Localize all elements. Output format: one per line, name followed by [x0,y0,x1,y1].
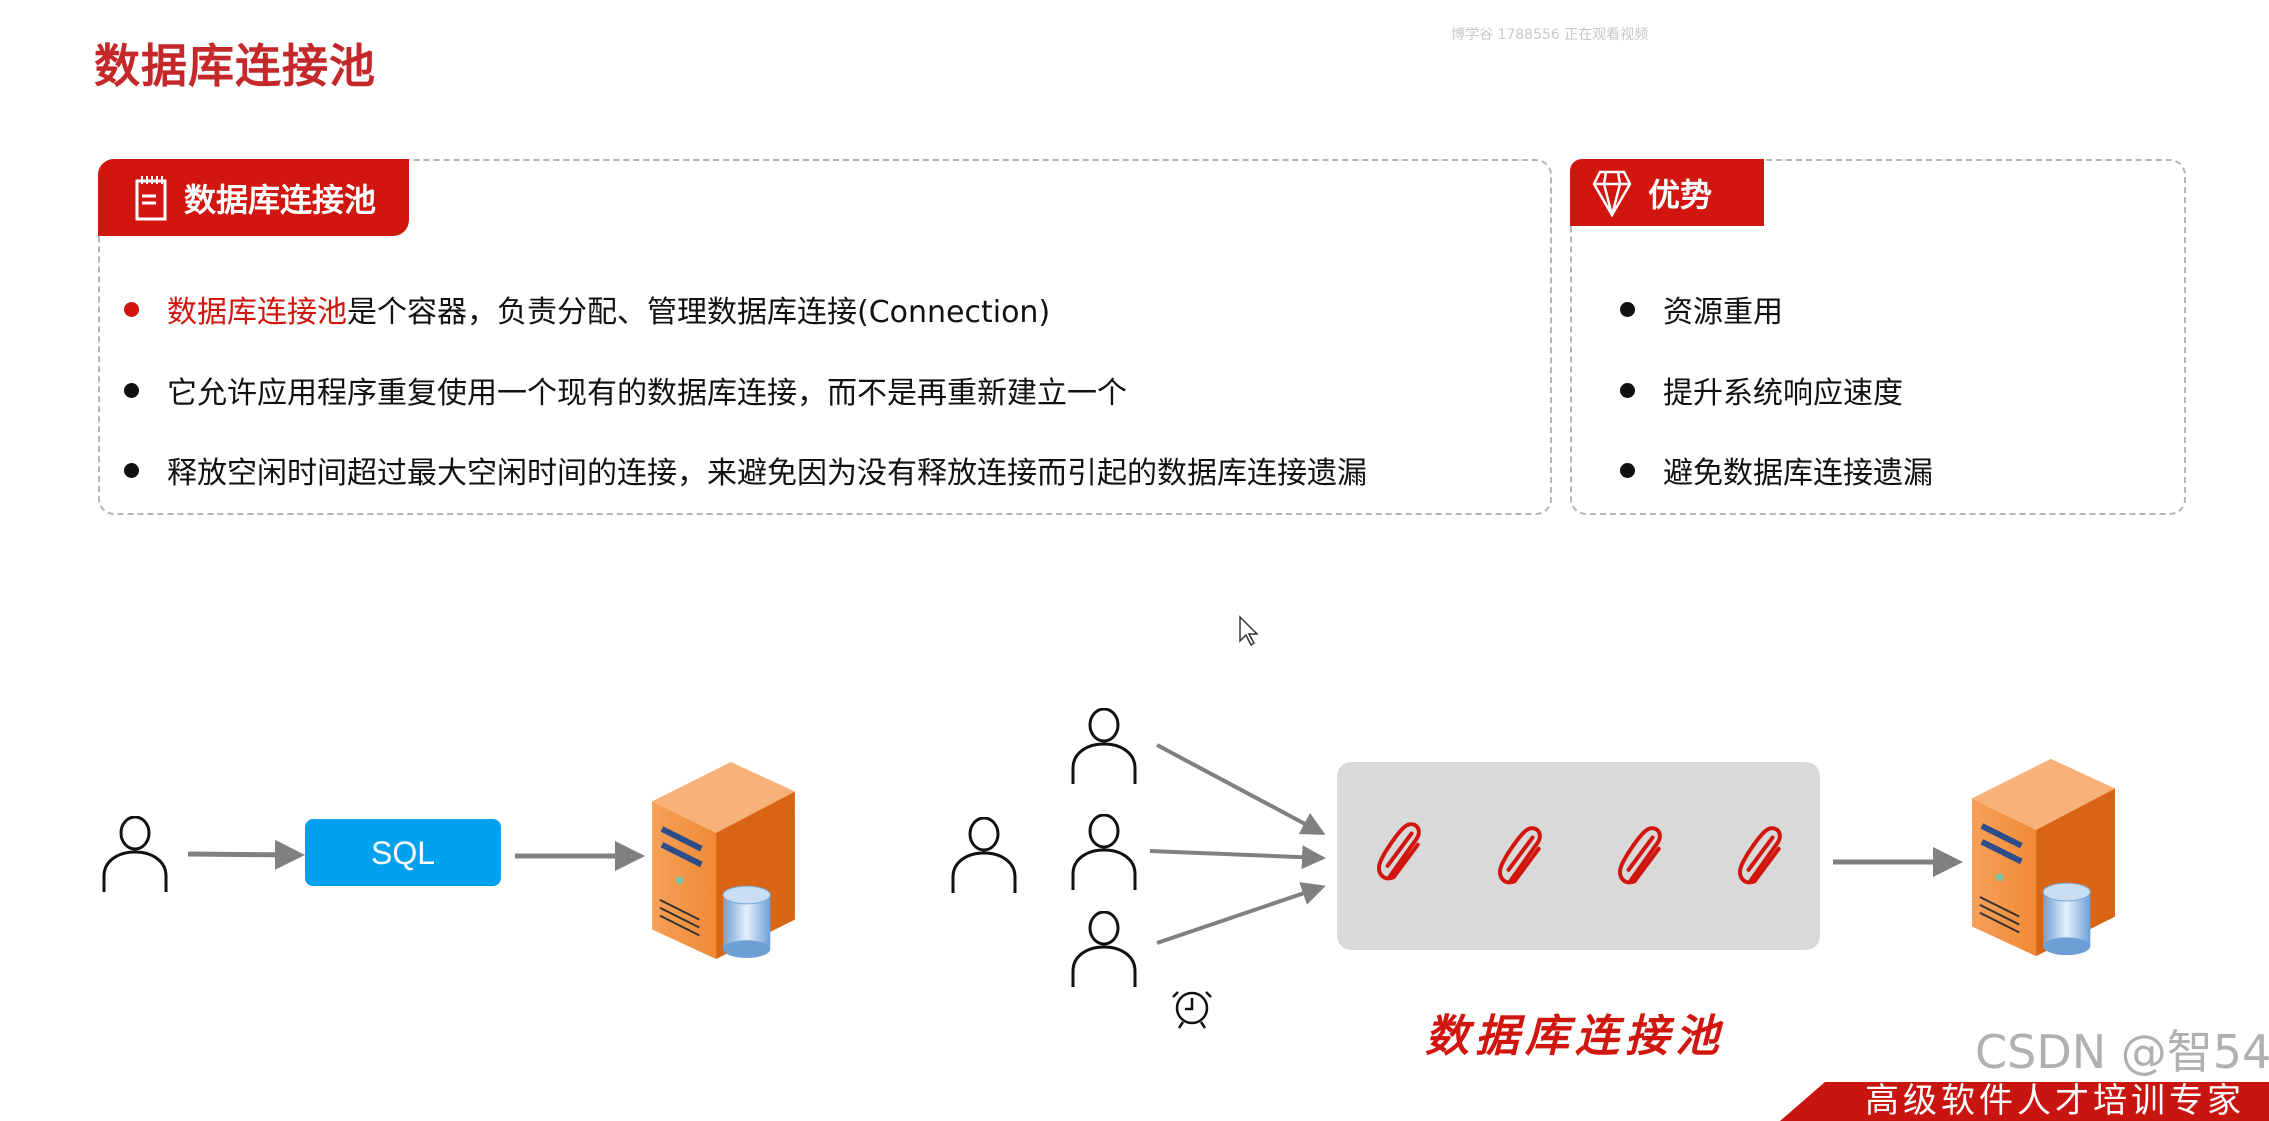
bullet-text: 是个容器，负责分配、管理数据库连接(Connection) [347,295,1051,330]
user-icon [1071,708,1137,784]
bullet-dot [124,301,139,317]
list-item: 数据库连接池是个容器，负责分配、管理数据库连接(Connection) [124,287,1050,331]
bullet-dot [124,462,139,478]
bullet-text: 避免数据库连接遗漏 [1663,456,1933,491]
list-item: 释放空闲时间超过最大空闲时间的连接，来避免因为没有释放连接而引起的数据库连接遗漏 [124,448,1367,492]
footer-banner-text: 高级软件人才培训专家 [1865,1081,2245,1121]
database-server-icon [652,762,795,959]
advantages-card: 优势 资源重用 提升系统响应速度 避免数据库连接遗漏 [1570,159,2186,515]
bullet-text: 提升系统响应速度 [1663,376,1903,411]
page-title: 数据库连接池 [94,39,376,93]
tab-label: 优势 [1648,175,1713,214]
bullet-dot [1620,301,1635,317]
database-server-icon [1972,759,2115,956]
csdn-watermark: CSDN @智543 [1975,1025,2269,1079]
user-icon [1071,814,1137,890]
user-icon [1071,911,1137,987]
pool-label: 数据库连接池 [1425,1011,1725,1062]
arrow [187,839,305,870]
arrow [1156,882,1326,945]
sql-label: SQL [371,835,435,871]
notepad-icon [135,175,167,220]
arrow [1149,845,1326,870]
user-icon [102,816,168,892]
advantages-tab: 优势 [1570,159,1764,226]
bullet-dot [1620,382,1635,398]
mouse-cursor-icon [1239,615,1259,647]
sql-box [305,819,501,886]
definition-tab: 数据库连接池 [98,159,409,236]
bullet-text: 它允许应用程序重复使用一个现有的数据库连接，而不是再重新建立一个 [167,376,1127,411]
alarm-clock-icon [1172,991,1212,1029]
definition-card: 数据库连接池 数据库连接池是个容器，负责分配、管理数据库连接(Connectio… [98,159,1552,515]
diamond-icon [1592,170,1632,217]
connection-pool-box [1337,762,1820,950]
user-icon [951,817,1017,893]
bullet-dot [124,382,139,398]
list-item: 资源重用 [1620,287,1783,331]
list-item: 它允许应用程序重复使用一个现有的数据库连接，而不是再重新建立一个 [124,368,1127,412]
footer-banner [1780,1082,2269,1121]
highlight-text: 数据库连接池 [167,295,347,330]
list-item: 避免数据库连接遗漏 [1620,448,1933,492]
bullet-text: 释放空闲时间超过最大空闲时间的连接，来避免因为没有释放连接而引起的数据库连接遗漏 [167,456,1367,491]
viewer-watermark: 博学谷 1788556 正在观看视频 [1451,27,1649,43]
arrow [1156,743,1326,835]
list-item: 提升系统响应速度 [1620,368,1903,412]
bullet-dot [1620,462,1635,478]
tab-label: 数据库连接池 [184,180,377,219]
bullet-text: 资源重用 [1663,295,1783,330]
